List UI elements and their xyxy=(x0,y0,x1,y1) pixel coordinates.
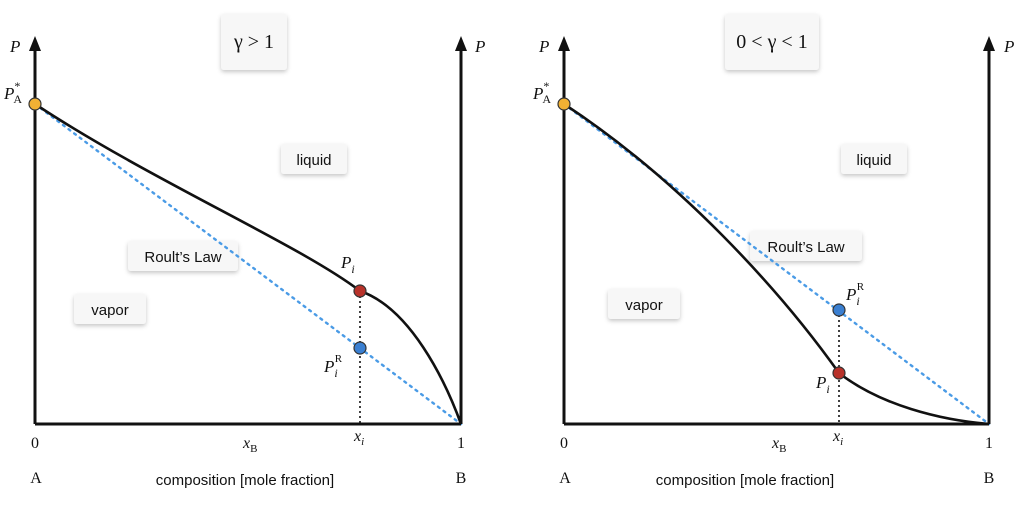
xb-label: xB xyxy=(242,435,257,455)
left-p-label: P xyxy=(9,37,20,56)
xi-label: xi xyxy=(353,428,364,448)
raoult-line xyxy=(33,102,463,426)
raoult-label: Roult’s Law xyxy=(144,249,221,266)
composition-label: composition [mole fraction] xyxy=(156,472,334,489)
actual-pressure-point xyxy=(832,366,846,380)
liquid-box xyxy=(841,144,907,174)
tick-1: 1 xyxy=(457,435,465,452)
liquid-label: liquid xyxy=(856,152,891,169)
raoult-line xyxy=(562,102,991,426)
tick-1: 1 xyxy=(985,435,993,452)
right-arrow-head xyxy=(455,36,467,51)
vapor-box xyxy=(608,289,680,319)
right-p-label: P xyxy=(474,37,485,56)
gamma-box xyxy=(725,14,819,70)
gamma-label: γ > 1 xyxy=(233,31,274,53)
end-b-label: B xyxy=(984,470,995,487)
tick-0: 0 xyxy=(31,435,39,452)
xi-label: xi xyxy=(832,428,843,448)
raoult-pressure-point xyxy=(832,303,846,317)
right-p-label: P xyxy=(1003,37,1014,56)
vapor-label: vapor xyxy=(625,297,663,314)
tick-0: 0 xyxy=(560,435,568,452)
left-p-label: P xyxy=(538,37,549,56)
liquid-label: liquid xyxy=(296,152,331,169)
panel-gamma-greater-than-1: γ > 1 liquid Roult’s Law vapor P P P*A P… xyxy=(3,14,485,489)
pure-a-label: P*A xyxy=(532,79,551,106)
xb-label: xB xyxy=(771,435,786,455)
pressure-curve xyxy=(34,102,463,425)
raoult-pressure-point xyxy=(353,341,367,355)
vapor-label: vapor xyxy=(91,302,129,319)
pi-label: Pi xyxy=(340,253,355,276)
gamma-label: 0 < γ < 1 xyxy=(736,31,807,53)
liquid-box xyxy=(281,144,347,174)
end-b-label: B xyxy=(456,470,467,487)
gamma-box xyxy=(221,14,287,70)
end-a-label: A xyxy=(559,470,571,487)
left-arrow-head xyxy=(558,36,570,51)
panel-gamma-between-0-and-1: 0 < γ < 1 liquid Roult’s Law vapor P P P… xyxy=(532,14,1014,489)
actual-pressure-point xyxy=(353,284,367,298)
pir-label: PiR xyxy=(845,281,865,308)
pure-a-label: P*A xyxy=(3,79,22,106)
pir-label: PiR xyxy=(323,353,343,380)
right-arrow-head xyxy=(983,36,995,51)
left-arrow-head xyxy=(29,36,41,51)
pure-a-point xyxy=(28,97,42,111)
pi-label: Pi xyxy=(815,373,830,396)
pure-a-point xyxy=(557,97,571,111)
vapor-box xyxy=(74,294,146,324)
raoult-box xyxy=(750,231,862,261)
raoult-label: Roult’s Law xyxy=(767,239,844,256)
composition-label: composition [mole fraction] xyxy=(656,472,834,489)
pressure-curve xyxy=(563,102,990,426)
raoult-box xyxy=(128,241,238,271)
end-a-label: A xyxy=(30,470,42,487)
